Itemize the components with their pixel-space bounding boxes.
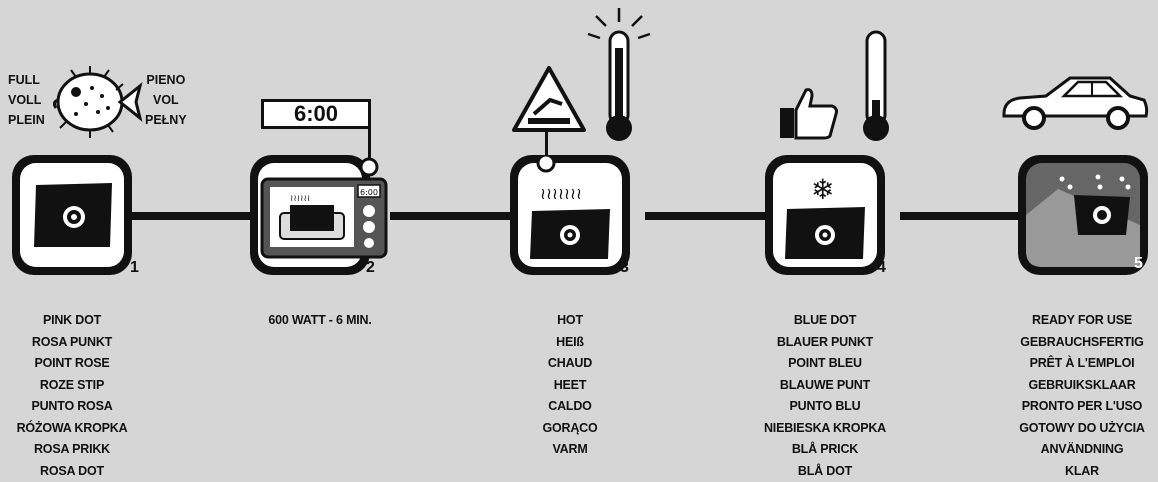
caption-line: NIEBIESKA KROPKA: [755, 418, 895, 440]
fill-word: PLEIN: [8, 110, 45, 130]
caption-line: ROSA PRIKK: [12, 439, 132, 461]
caption-line: CHAUD: [510, 353, 630, 375]
fill-word: FULL: [8, 70, 45, 90]
caption-line: GEBRAUCHSFERTIG: [1008, 332, 1156, 354]
caption-line: ROZE STIP: [12, 375, 132, 397]
thumbs-up-icon: [778, 86, 840, 140]
thermometer-hot-icon: [584, 6, 654, 144]
caption-line: GOTOWY DO UŻYCIA: [1008, 418, 1156, 440]
cold-pack-icon: ❄: [765, 155, 885, 275]
caption-line: PRÊT À L'EMPLOI: [1008, 353, 1156, 375]
hot-surface-warning-icon: [510, 64, 588, 134]
fill-word: VOL: [145, 90, 187, 110]
fill-word: PEŁNY: [145, 110, 187, 130]
svg-text:≀≀≀≀≀≀≀: ≀≀≀≀≀≀≀: [540, 184, 582, 203]
caption-line: 600 WATT - 6 MIN.: [250, 310, 390, 332]
thermometer-cold-icon: [856, 28, 896, 144]
step-number: 5: [1134, 255, 1143, 273]
caption-line: POINT ROSE: [12, 353, 132, 375]
caption-line: PRONTO PER L'USO: [1008, 396, 1156, 418]
timer-display: 6:00: [261, 99, 371, 129]
fill-word: VOLL: [8, 90, 45, 110]
caption-line: VARM: [510, 439, 630, 461]
caption-line: BLAUER PUNKT: [755, 332, 895, 354]
caption-line: ROSA PUNKT: [12, 332, 132, 354]
step-1-caption: PINK DOT ROSA PUNKT POINT ROSE ROZE STIP…: [12, 310, 132, 482]
caption-line: ANVÄNDNING: [1008, 439, 1156, 461]
step-2-caption: 600 WATT - 6 MIN.: [250, 310, 390, 332]
caption-line: POINT BLEU: [755, 353, 895, 375]
caption-line: HEET: [510, 375, 630, 397]
caption-line: READY FOR USE: [1008, 310, 1156, 332]
caption-line: BLUE DOT: [755, 310, 895, 332]
microwave-icon: ≀≀≀≀≀≀ 6:00: [250, 155, 390, 275]
caption-line: RÓŻOWA KROPKA: [12, 418, 132, 440]
connector-4-5: [900, 212, 1020, 220]
caption-line: CALDO: [510, 396, 630, 418]
step-2-box: ≀≀≀≀≀≀ 6:00 2: [250, 155, 370, 275]
heat-pack-icon: [12, 155, 132, 275]
step-number: 1: [130, 259, 139, 277]
caption-line: GEBRUIKSKLAAR: [1008, 375, 1156, 397]
step-5-caption: READY FOR USE GEBRAUCHSFERTIG PRÊT À L'E…: [1008, 310, 1156, 482]
connector-2-3: [390, 212, 510, 220]
hot-pack-icon: ≀≀≀≀≀≀≀: [510, 155, 630, 275]
connector-1-2: [130, 212, 250, 220]
fill-word: PIENO: [145, 70, 187, 90]
step-5-box: 5: [1018, 155, 1148, 275]
caption-line: HEIß: [510, 332, 630, 354]
caption-line: BLÅ PRICK: [755, 439, 895, 461]
caption-line: ROSA DOT: [12, 461, 132, 482]
caption-line: KLAR: [1008, 461, 1156, 482]
step-3-caption: HOT HEIß CHAUD HEET CALDO GORĄCO VARM: [510, 310, 630, 461]
step-4-caption: BLUE DOT BLAUER PUNKT POINT BLEU BLAUWE …: [755, 310, 895, 482]
caption-line: BLAUWE PUNT: [755, 375, 895, 397]
microwave-display-text: 6:00: [360, 188, 378, 197]
step-1-box: 1: [12, 155, 132, 275]
step-number: 3: [620, 259, 629, 277]
fill-words-right: PIENO VOL PEŁNY: [145, 70, 187, 130]
snowflake-icon: ❄: [811, 173, 834, 206]
caption-line: PUNTO ROSA: [12, 396, 132, 418]
caption-line: PINK DOT: [12, 310, 132, 332]
svg-text:≀≀≀≀≀≀: ≀≀≀≀≀≀: [290, 194, 310, 204]
caption-line: HOT: [510, 310, 630, 332]
ready-pack-icon: [1018, 155, 1148, 275]
caption-line: BLÅ DOT: [755, 461, 895, 482]
caption-line: GORĄCO: [510, 418, 630, 440]
caption-line: PUNTO BLU: [755, 396, 895, 418]
step-3-box: ≀≀≀≀≀≀≀ 3: [510, 155, 630, 275]
pufferfish-icon: [46, 62, 144, 140]
connector-3-4: [645, 212, 765, 220]
fill-words-left: FULL VOLL PLEIN: [8, 70, 45, 130]
step-number: 2: [366, 259, 375, 277]
car-icon: [1000, 70, 1150, 134]
step-4-box: ❄ 4: [765, 155, 885, 275]
step-number: 4: [877, 259, 886, 277]
